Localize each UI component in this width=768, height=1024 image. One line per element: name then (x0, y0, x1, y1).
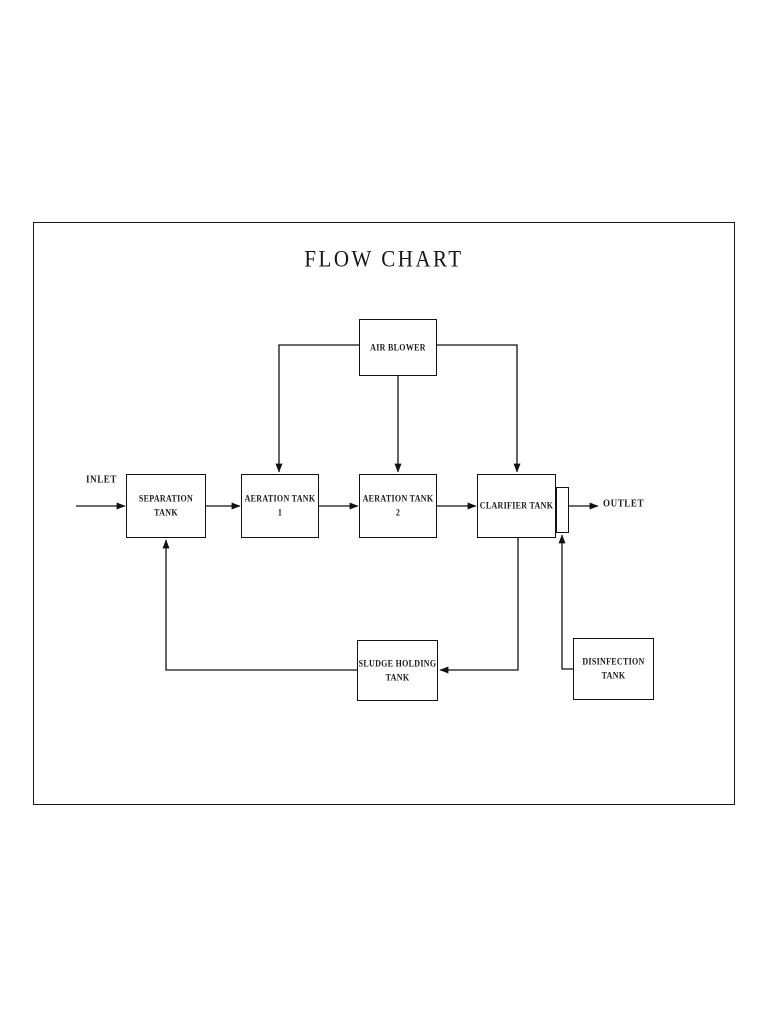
outlet-label: OUTLET (603, 497, 645, 509)
node-outlet-port[interactable] (556, 487, 569, 533)
node-disinfection-tank-label: DISINFECTION TANK (582, 656, 645, 681)
node-aeration-tank-2[interactable]: AERATION TANK 2 (359, 474, 437, 538)
node-separation-tank-label: SEPARATION TANK (138, 493, 194, 518)
inlet-label: INLET (86, 473, 118, 485)
node-sludge-holding-tank[interactable]: SLUDGE HOLDING TANK (357, 640, 438, 701)
node-separation-tank[interactable]: SEPARATION TANK (126, 474, 206, 538)
node-sludge-holding-tank-label: SLUDGE HOLDING TANK (358, 657, 437, 683)
node-disinfection-tank[interactable]: DISINFECTION TANK (573, 638, 654, 700)
node-clarifier-tank-label: CLARIFIER TANK (479, 500, 554, 511)
node-aeration-tank-1[interactable]: AERATION TANK 1 (241, 474, 319, 538)
page-title: FLOW CHART (304, 245, 464, 273)
node-clarifier-tank[interactable]: CLARIFIER TANK (477, 474, 556, 538)
node-aeration-tank-2-label: AERATION TANK 2 (362, 493, 434, 518)
node-air-blower-label: AIR BLOWER (370, 341, 426, 353)
node-air-blower[interactable]: AIR BLOWER (359, 319, 437, 376)
node-aeration-tank-1-label: AERATION TANK 1 (244, 493, 316, 518)
